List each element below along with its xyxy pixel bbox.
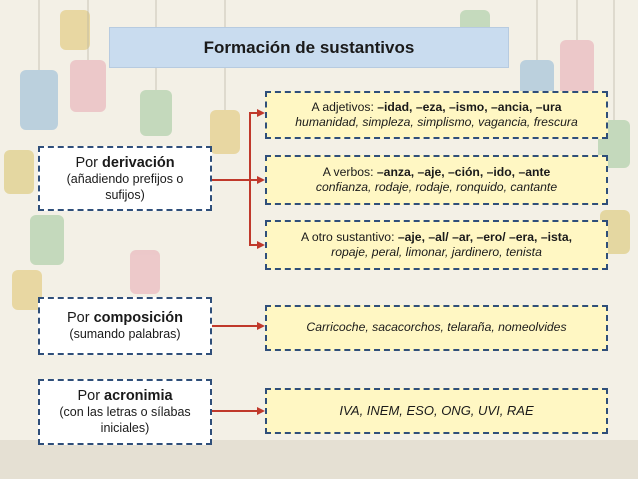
adjectives-label: A adjetivos: bbox=[311, 99, 378, 114]
composition-examples: Carricoche, sacacorchos, telaraña, nomeo… bbox=[306, 320, 567, 335]
composition-keyword: composición bbox=[93, 310, 184, 327]
adjectives-suffixes: –idad, –eza, –ismo, –ancia, –ura bbox=[377, 99, 562, 114]
acronym-prefix: Por bbox=[77, 388, 105, 405]
acronym-subtitle: (con las letras o sílabas iniciales) bbox=[59, 405, 191, 436]
derivation-prefix: Por bbox=[75, 154, 103, 171]
noun-rule: A otro sustantivo: –aje, –al/ –ar, –ero/… bbox=[301, 230, 572, 245]
noun-examples: ropaje, peral, limonar, jardinero, tenis… bbox=[331, 245, 542, 259]
acronym-examples-box: IVA, INEM, ESO, ONG, UVI, RAE bbox=[265, 388, 608, 434]
acronym-keyword: acronimia bbox=[104, 388, 173, 405]
noun-suffixes: –aje, –al/ –ar, –ero/ –era, –ista, bbox=[397, 229, 572, 244]
verbs-label: A verbos: bbox=[322, 164, 377, 179]
composition-subtitle: (sumando palabras) bbox=[69, 327, 181, 342]
composition-box: Por composición (sumando palabras) bbox=[38, 297, 212, 355]
verbs-examples: confianza, rodaje, rodaje, ronquido, can… bbox=[315, 180, 558, 194]
acronym-heading: Por acronimia bbox=[77, 387, 172, 405]
verbs-rule: A verbos: –anza, –aje, –ción, –ido, –ant… bbox=[323, 165, 551, 180]
composition-prefix: Por bbox=[66, 310, 94, 327]
noun-label: A otro sustantivo: bbox=[300, 229, 398, 244]
composition-examples-box: Carricoche, sacacorchos, telaraña, nomeo… bbox=[265, 305, 608, 351]
adjectives-examples: humanidad, simpleza, simplismo, vagancia… bbox=[295, 115, 578, 129]
acronym-examples: IVA, INEM, ESO, ONG, UVI, RAE bbox=[339, 402, 534, 418]
noun-box: A otro sustantivo: –aje, –al/ –ar, –ero/… bbox=[265, 220, 608, 270]
derivation-box: Por derivación (añadiendo prefijos o suf… bbox=[38, 146, 212, 211]
derivation-keyword: derivación bbox=[102, 154, 175, 171]
derivation-heading: Por derivación bbox=[75, 154, 174, 172]
adjectives-box: A adjetivos: –idad, –eza, –ismo, –ancia,… bbox=[265, 91, 608, 139]
adjectives-rule: A adjetivos: –idad, –eza, –ismo, –ancia,… bbox=[312, 100, 562, 115]
composition-heading: Por composición bbox=[67, 309, 183, 327]
acronym-box: Por acronimia (con las letras o sílabas … bbox=[38, 379, 212, 445]
derivation-subtitle: (añadiendo prefijos o sufijos) bbox=[66, 171, 184, 202]
page-title: Formación de sustantivos bbox=[109, 27, 509, 68]
verbs-suffixes: –anza, –aje, –ción, –ido, –ante bbox=[376, 164, 551, 179]
verbs-box: A verbos: –anza, –aje, –ción, –ido, –ant… bbox=[265, 155, 608, 205]
